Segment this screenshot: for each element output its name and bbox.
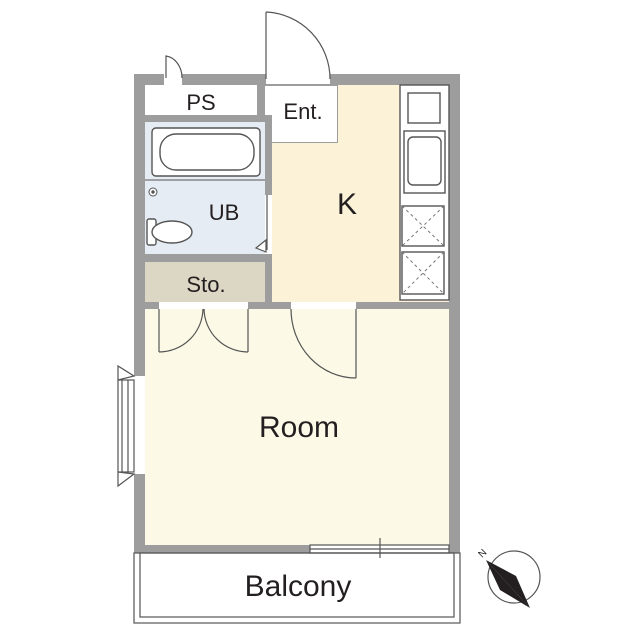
north-letter: N	[476, 547, 489, 560]
bathtub	[151, 127, 261, 177]
room-door	[290, 308, 357, 379]
kitchen-counter	[399, 84, 450, 301]
compass: N	[476, 547, 541, 608]
stove-burners	[401, 205, 445, 295]
label-entrance: Ent.	[283, 99, 322, 124]
room-floor	[145, 309, 449, 545]
bay-window	[117, 364, 136, 488]
storage-floor	[145, 262, 265, 302]
entrance-door	[265, 11, 331, 80]
interior-walls	[145, 85, 449, 309]
label-unit-bath: UB	[209, 200, 240, 225]
balcony	[133, 552, 461, 624]
ps-door	[164, 55, 183, 85]
toilet	[146, 218, 193, 246]
unit-bath-door	[254, 195, 272, 254]
ps-floor	[145, 85, 257, 115]
label-kitchen: K	[337, 188, 357, 221]
label-room: Room	[259, 411, 339, 444]
exterior-walls	[134, 74, 460, 553]
label-balcony: Balcony	[245, 570, 352, 603]
wash-tap	[148, 187, 158, 197]
storage-doors	[158, 308, 249, 353]
label-storage: Sto.	[186, 272, 225, 297]
entrance-floor	[263, 84, 339, 144]
label-ps: PS	[186, 90, 215, 115]
